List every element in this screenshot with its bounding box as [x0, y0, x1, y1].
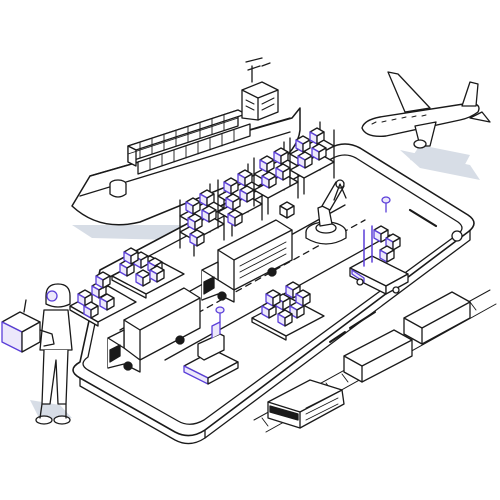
pallet-boxes-icon: [69, 247, 185, 327]
cargo-ship-icon: [71, 57, 301, 226]
ship-tank: [109, 179, 127, 198]
pallet-boxes-center: [251, 281, 325, 341]
airplane-icon: [361, 71, 491, 149]
ground-shadows: [30, 145, 480, 420]
warehouse-shelf-icon: [179, 121, 335, 257]
delivery-truck-icon: [107, 219, 293, 373]
robotic-arm-icon: [305, 179, 347, 245]
robot-courier-icon: [1, 283, 73, 425]
beacon-markers: [215, 196, 391, 323]
freight-train-icon: [253, 289, 497, 433]
agv-robot-icon: [183, 321, 239, 385]
ship-containers: [127, 109, 251, 175]
forklift-icon: [349, 225, 409, 295]
ship-bridge: [241, 57, 279, 121]
